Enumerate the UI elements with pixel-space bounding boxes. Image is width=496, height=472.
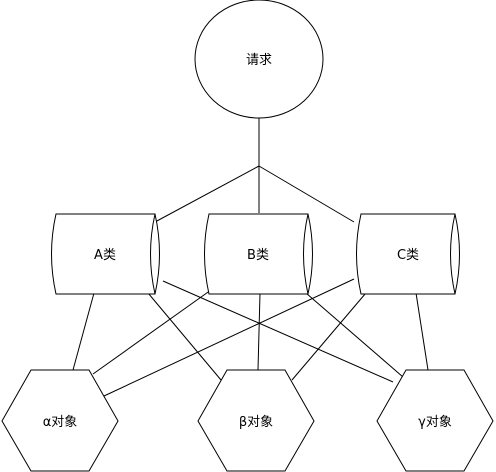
obj-beta-hexagon (197, 369, 315, 472)
request-ellipse (194, 0, 324, 119)
class-c-label: C类 (397, 248, 419, 263)
class-a-curve (150, 213, 156, 295)
node-class-a[interactable]: A类 (51, 213, 160, 295)
edge-class-a-obj-beta (142, 286, 222, 381)
class-b-label: B类 (247, 248, 269, 263)
class-a-label: A类 (94, 248, 116, 263)
node-obj-alpha[interactable]: α对象 (1, 369, 119, 472)
obj-beta-label: β对象 (239, 415, 273, 430)
edge-class-c-obj-alpha (103, 278, 355, 397)
obj-gamma-hexagon (376, 369, 494, 472)
node-class-b[interactable]: B类 (204, 213, 313, 295)
edge-class-c-obj-beta (291, 286, 372, 381)
class-b-curve (303, 213, 309, 295)
edge-class-b-obj-gamma (298, 286, 404, 378)
class-c-curve (450, 213, 456, 295)
edge-class-b-obj-alpha (92, 284, 219, 375)
node-request[interactable]: 请求 (194, 0, 324, 119)
request-label: 请求 (246, 53, 272, 68)
edges-layer (72, 118, 429, 397)
edge-request-class-c (258, 165, 355, 223)
edge-request-class-a (154, 165, 260, 223)
obj-alpha-label: α对象 (43, 415, 78, 430)
node-class-c[interactable]: C类 (356, 213, 460, 295)
obj-gamma-label: γ对象 (418, 415, 452, 430)
edge-class-b-obj-beta (257, 292, 261, 371)
edge-class-c-obj-gamma (415, 292, 429, 371)
obj-alpha-hexagon (1, 369, 119, 472)
edge-class-a-obj-gamma (162, 280, 394, 383)
edge-class-a-obj-alpha (72, 292, 95, 371)
node-obj-beta[interactable]: β对象 (197, 369, 315, 472)
node-obj-gamma[interactable]: γ对象 (376, 369, 494, 472)
